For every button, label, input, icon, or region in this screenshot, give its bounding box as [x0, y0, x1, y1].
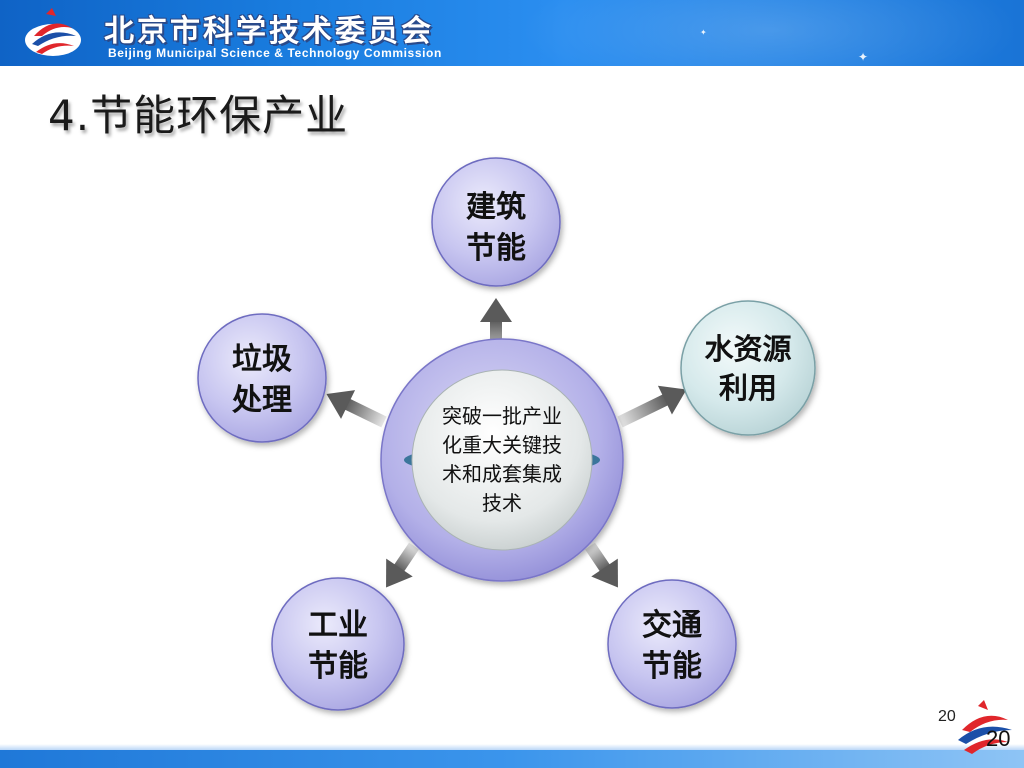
page-number-large: 20 — [986, 726, 1011, 751]
node-industry — [271, 577, 405, 711]
org-name-en: Beijing Municipal Science & Technology C… — [108, 46, 442, 60]
arrow-to-water — [617, 385, 687, 428]
node-waste — [197, 313, 327, 443]
arrow-to-waste — [326, 390, 387, 428]
node-water — [680, 300, 816, 436]
arrow-to-industry — [386, 542, 419, 588]
footer-bar — [0, 744, 1024, 768]
sparkle-icon: ✦ — [858, 50, 869, 64]
node-industry-label: 工业 节能 — [308, 608, 368, 684]
node-traffic-label: 交通 节能 — [642, 608, 702, 684]
bjstc-logo-icon — [958, 700, 1012, 754]
center-node-label: 突破一批产业 化重大关键技 术和成套集成 技术 — [442, 404, 562, 515]
arrow-to-traffic — [585, 542, 618, 588]
header-banner: ✦ ✦ 北京市科学技术委员会 Beijing Municipal Science… — [0, 0, 1024, 66]
node-traffic — [607, 579, 737, 709]
node-water-label: 水资源 利用 — [704, 332, 792, 406]
node-building — [431, 157, 561, 287]
node-building-label: 建筑 节能 — [466, 190, 526, 266]
node-waste-label: 垃圾 处理 — [232, 342, 292, 418]
banner-glow — [520, 0, 1020, 66]
sparkle-icon: ✦ — [700, 28, 707, 37]
center-node — [380, 338, 624, 582]
org-name-cn: 北京市科学技术委员会 — [104, 14, 434, 49]
bjstc-logo-icon — [25, 8, 81, 56]
page-number: 20 — [938, 708, 956, 725]
page-title: 4.节能环保产业 — [48, 91, 349, 140]
